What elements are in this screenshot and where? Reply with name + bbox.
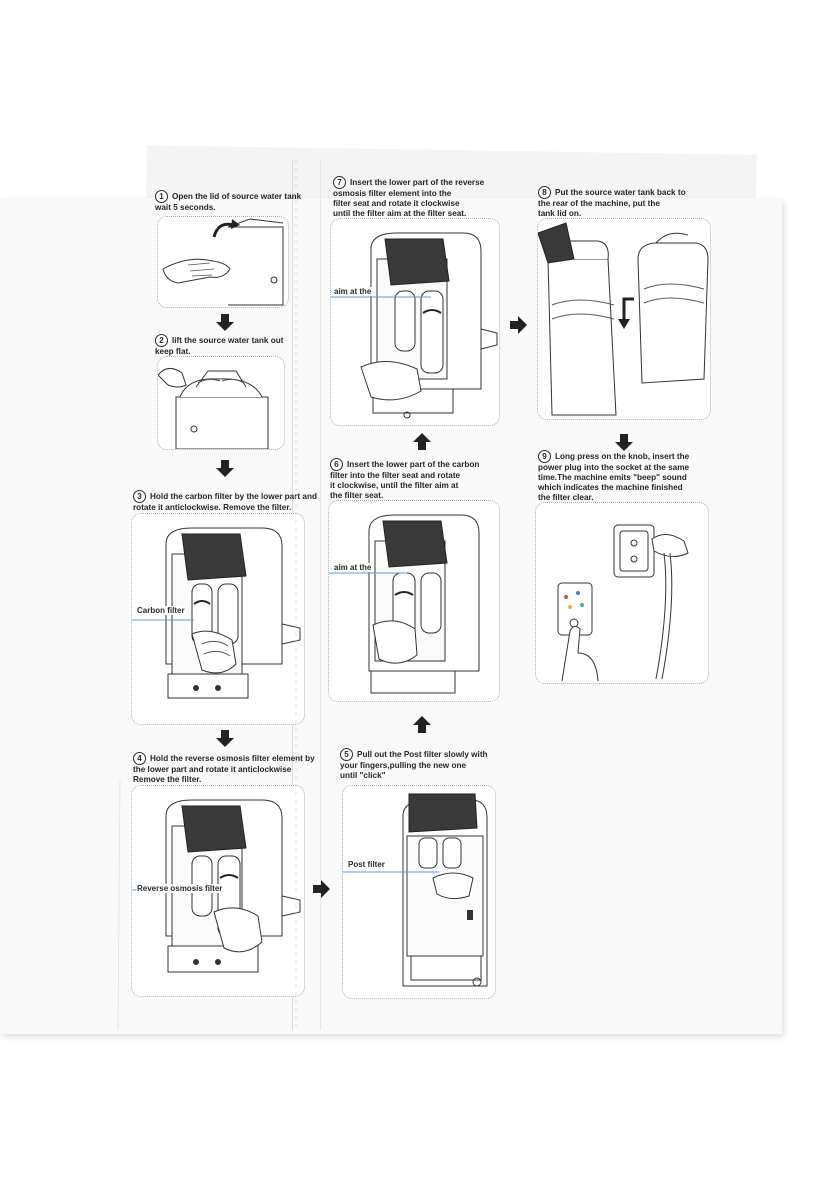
footer-scan-noise (0, 1168, 840, 1192)
